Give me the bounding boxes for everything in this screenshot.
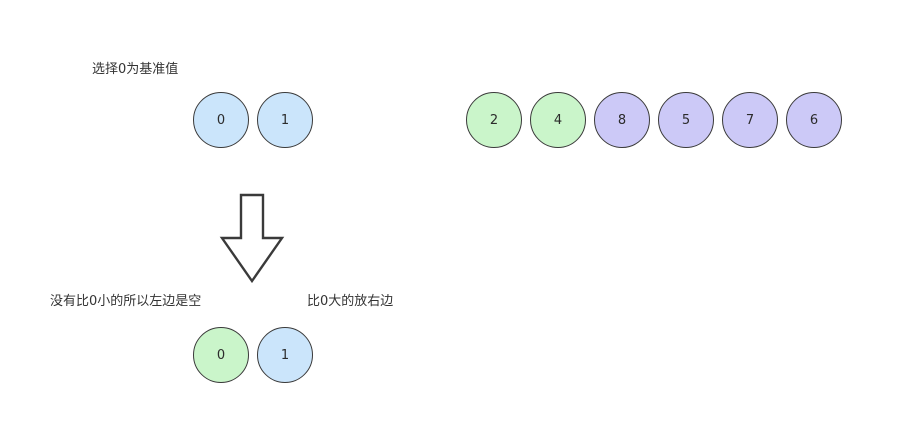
annotation-pivot-note: 选择0为基准值 (92, 62, 179, 77)
node-value: 0 (216, 112, 226, 128)
node-value: 7 (745, 112, 755, 128)
node-value: 1 (280, 112, 290, 128)
node-value: 2 (489, 112, 499, 128)
node-circle: 1 (257, 327, 313, 383)
node-value: 5 (681, 112, 691, 128)
node-value: 8 (617, 112, 627, 128)
node-group-top-left: 0 1 (193, 92, 313, 148)
down-arrow-shape (219, 193, 285, 283)
node-circle: 0 (193, 327, 249, 383)
node-circle: 7 (722, 92, 778, 148)
node-value: 1 (280, 347, 290, 363)
node-group-bottom: 0 1 (193, 327, 313, 383)
node-circle: 8 (594, 92, 650, 148)
node-circle: 1 (257, 92, 313, 148)
node-circle: 0 (193, 92, 249, 148)
node-value: 0 (216, 347, 226, 363)
node-group-top-right: 2 4 8 5 7 6 (466, 92, 842, 148)
node-circle: 5 (658, 92, 714, 148)
down-arrow-icon (219, 193, 285, 283)
node-circle: 2 (466, 92, 522, 148)
node-circle: 4 (530, 92, 586, 148)
annotation-right-note: 比0大的放右边 (307, 294, 394, 309)
node-value: 6 (809, 112, 819, 128)
node-circle: 6 (786, 92, 842, 148)
annotation-left-empty-note: 没有比0小的所以左边是空 (50, 294, 202, 309)
node-value: 4 (553, 112, 563, 128)
